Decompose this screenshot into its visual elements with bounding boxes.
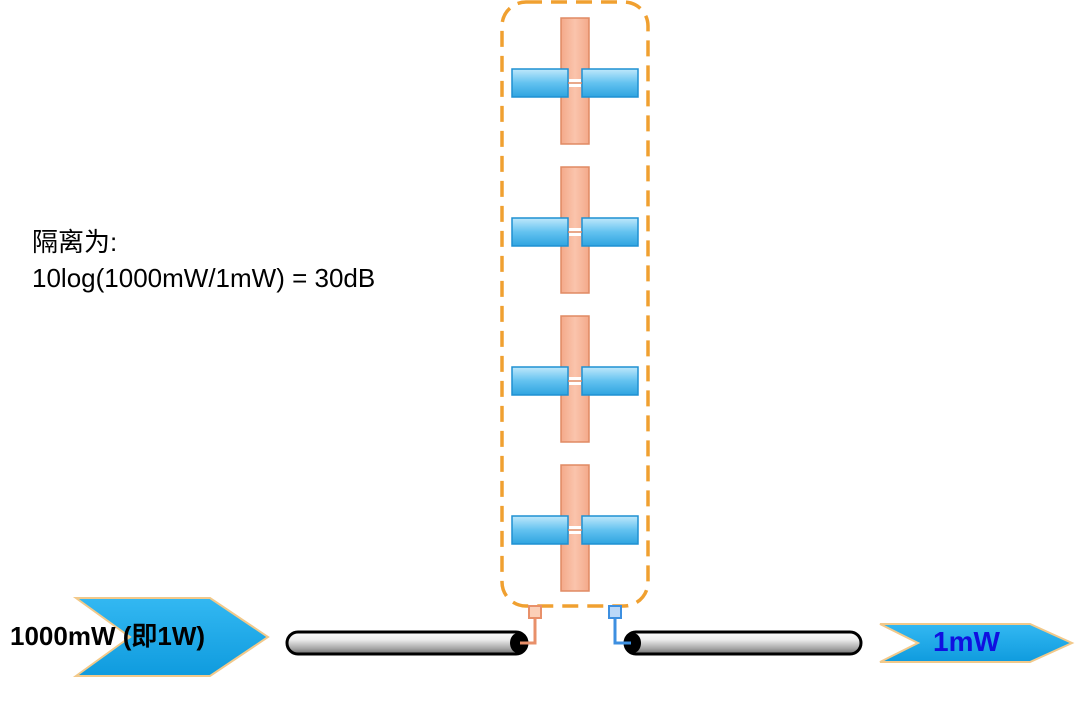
isolation-label: 隔离为: <box>32 227 118 257</box>
antenna-element <box>511 166 639 294</box>
dipole-right-arm <box>581 515 639 545</box>
output-cable <box>623 630 863 656</box>
antenna-array <box>511 17 639 592</box>
dipole-left-arm <box>511 366 569 396</box>
input-feed-connector <box>528 605 542 619</box>
input-feed-line <box>520 618 537 645</box>
dipole-right-arm <box>581 68 639 98</box>
output-arrow <box>879 623 1075 663</box>
dipole-left-arm <box>511 217 569 247</box>
dipole-left-arm <box>511 515 569 545</box>
input-cable-end <box>510 633 526 653</box>
output-feed-line <box>613 618 631 645</box>
input-arrow <box>72 597 270 677</box>
dipole-right-arm <box>581 366 639 396</box>
input-power-label: 1000mW (即1W) <box>10 621 206 651</box>
antenna-element <box>511 315 639 443</box>
output-feed-connector <box>608 605 622 619</box>
antenna-enclosure <box>500 0 650 608</box>
output-cable-end <box>625 633 641 653</box>
dipole-right-arm <box>581 217 639 247</box>
antenna-element <box>511 17 639 145</box>
output-power-label: 1mW <box>933 626 1000 657</box>
antenna-element <box>511 464 639 592</box>
dipole-left-arm <box>511 68 569 98</box>
input-cable <box>285 630 529 656</box>
isolation-formula: 10log(1000mW/1mW) = 30dB <box>32 263 376 293</box>
